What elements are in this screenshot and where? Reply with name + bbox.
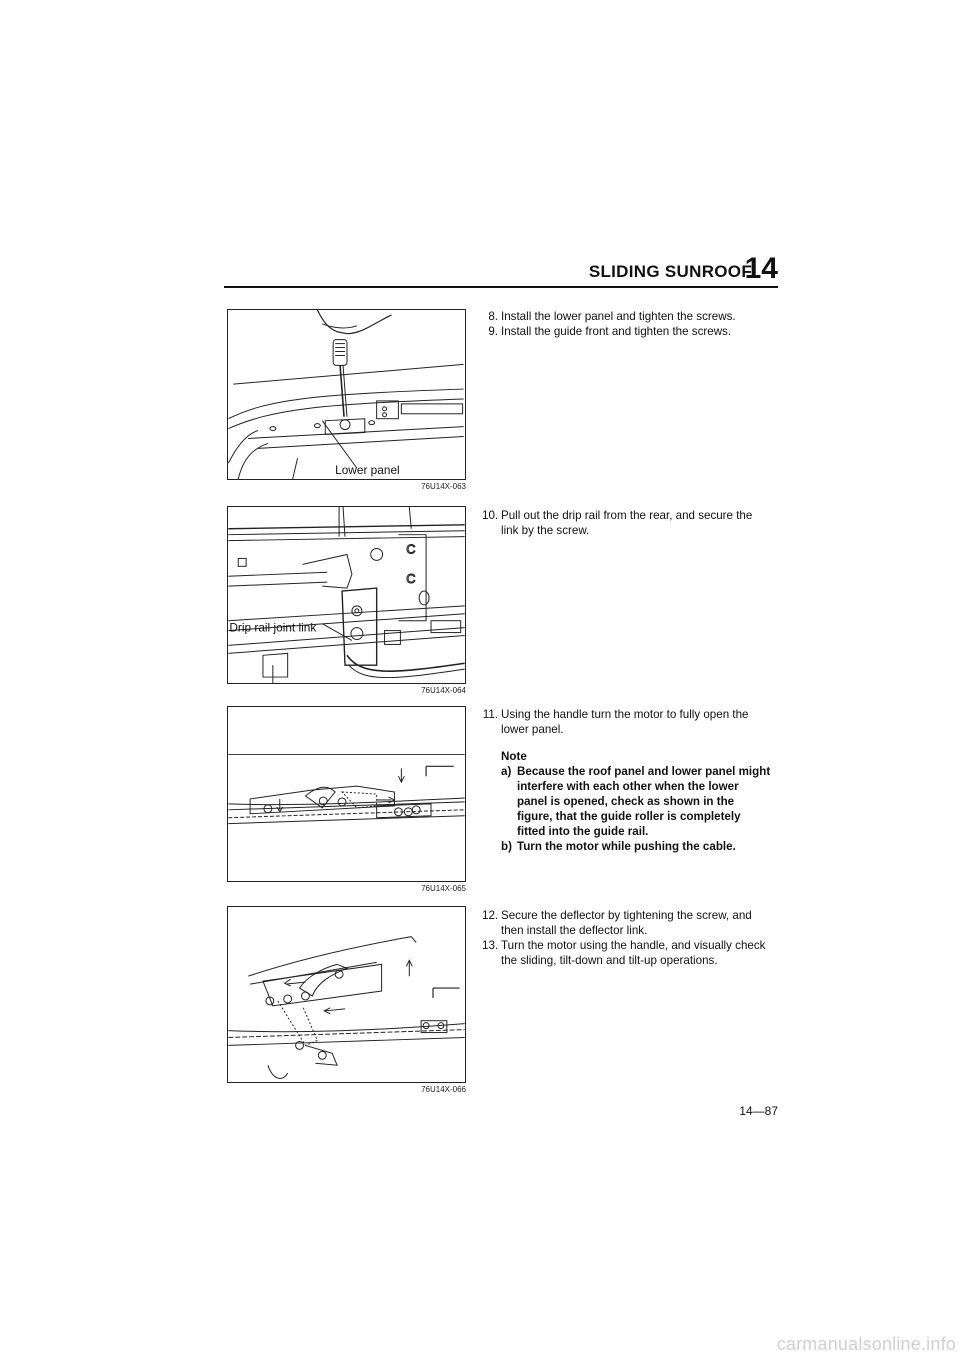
figure-drip-rail: C C Drip rail joint link <box>227 506 466 684</box>
figure-code: 76U14X-066 <box>421 1085 466 1094</box>
note-item-a: a)Because the roof panel and lower panel… <box>501 765 771 838</box>
instructions-section-4: 12.Secure the deflector by tightening th… <box>482 908 772 968</box>
step-8: 8.Install the lower panel and tighten th… <box>488 310 736 323</box>
instructions-section-2: 10.Pull out the drip rail from the rear,… <box>482 508 772 538</box>
note: Note a)Because the roof panel and lower … <box>482 749 772 854</box>
instructions-section-1: 8.Install the lower panel and tighten th… <box>482 309 772 339</box>
figure-code: 76U14X-063 <box>421 482 466 491</box>
callout-label: Lower panel <box>335 463 400 477</box>
svg-text:C: C <box>406 571 415 586</box>
figure-deflector <box>227 906 466 1083</box>
step-9: 9.Install the guide front and tighten th… <box>488 325 732 338</box>
figure-lower-panel: Lower panel <box>227 309 466 480</box>
page-header: SLIDING SUNROOF 14 <box>224 252 778 288</box>
instructions-section-3: 11.Using the handle turn the motor to fu… <box>482 707 772 854</box>
step-11: 11.Using the handle turn the motor to fu… <box>482 708 749 736</box>
step-12: 12.Secure the deflector by tightening th… <box>482 909 752 937</box>
note-title: Note <box>501 750 527 763</box>
callout-label: Drip rail joint link <box>229 621 316 635</box>
guide-roller-illustration <box>228 754 465 825</box>
step-13: 13.Turn the motor using the handle, and … <box>482 939 766 967</box>
note-item-b: b)Turn the motor while pushing the cable… <box>501 840 736 853</box>
section-title: SLIDING SUNROOF <box>588 262 752 281</box>
drip-rail-illustration: C C Drip rail joint link <box>228 507 465 683</box>
figure-code: 76U14X-064 <box>421 686 466 695</box>
step-10: 10.Pull out the drip rail from the rear,… <box>482 509 753 537</box>
lower-panel-illustration: Lower panel <box>228 310 464 479</box>
section-number: 14 <box>744 252 778 285</box>
deflector-illustration <box>228 936 465 1079</box>
page-number: 14—87 <box>739 1104 778 1118</box>
watermark[interactable]: carmanualsonline.info <box>776 1334 956 1354</box>
svg-text:C: C <box>406 541 415 556</box>
figure-code: 76U14X-065 <box>421 884 466 893</box>
figure-guide-roller <box>227 706 466 882</box>
